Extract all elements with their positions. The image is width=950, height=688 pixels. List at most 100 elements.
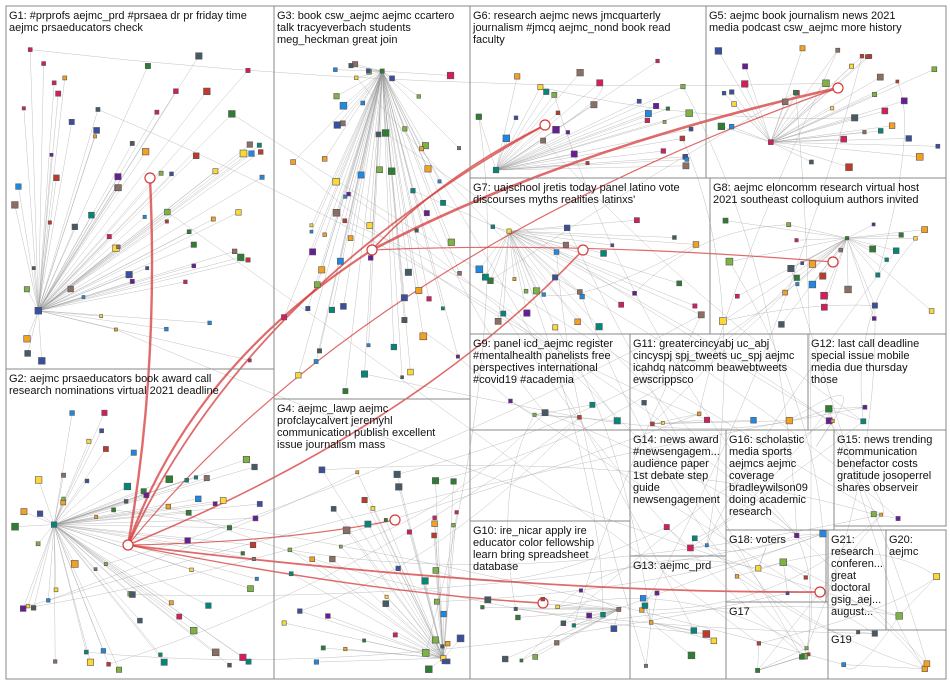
- graph-node: [425, 166, 431, 172]
- graph-edge: [758, 643, 759, 670]
- group-label-g18: G18: voters: [729, 534, 786, 546]
- graph-node: [804, 576, 808, 580]
- graph-node: [541, 597, 545, 601]
- group-label-g4: G4: aejmc_lawp aejmcprofclaycalvert jere…: [277, 403, 435, 451]
- graph-node: [541, 138, 546, 143]
- graph-node: [371, 506, 375, 510]
- graph-node: [93, 135, 96, 138]
- graph-node: [323, 233, 327, 237]
- graph-edge: [38, 171, 215, 310]
- graph-edge: [496, 138, 682, 170]
- hub-node: [578, 245, 588, 255]
- graph-edge: [443, 512, 456, 658]
- graph-edge: [382, 71, 450, 75]
- graph-node: [420, 333, 427, 340]
- graph-node: [809, 261, 816, 268]
- group-label-g9: G9: panel icd_aejmc register#mentalhealt…: [473, 338, 613, 386]
- graph-node: [310, 249, 316, 255]
- graph-node: [577, 69, 584, 76]
- graph-node: [524, 310, 530, 316]
- graph-node: [169, 601, 173, 605]
- graph-node: [447, 72, 454, 79]
- graph-node: [448, 239, 455, 246]
- graph-node: [326, 614, 331, 619]
- graph-node: [741, 81, 748, 88]
- graph-edge: [54, 431, 102, 525]
- graph-node: [347, 192, 351, 196]
- graph-node: [48, 221, 51, 224]
- graph-edge: [382, 71, 429, 299]
- graph-node: [554, 641, 559, 646]
- graph-node: [482, 274, 488, 280]
- graph-node: [514, 607, 517, 610]
- graph-node: [544, 89, 549, 94]
- graph-node: [367, 344, 370, 347]
- graph-node: [102, 410, 107, 415]
- graph-node: [319, 467, 325, 473]
- graph-node: [204, 88, 211, 95]
- graph-node: [87, 659, 93, 665]
- graph-node: [112, 508, 116, 512]
- graph-node: [337, 258, 343, 264]
- graph-node: [885, 258, 889, 262]
- graph-node: [131, 450, 136, 455]
- graph-node: [871, 512, 876, 517]
- graph-edge: [758, 562, 783, 568]
- graph-node: [343, 388, 348, 393]
- graph-node: [655, 591, 659, 595]
- graph-node: [388, 168, 395, 175]
- graph-node: [846, 164, 853, 171]
- graph-node: [161, 659, 167, 665]
- graph-node: [481, 605, 485, 609]
- graph-node: [137, 618, 142, 623]
- graph-node: [870, 246, 876, 252]
- graph-node: [84, 650, 88, 654]
- graph-node: [872, 303, 877, 308]
- graph-node: [72, 224, 78, 230]
- graph-edge: [38, 94, 58, 311]
- graph-node: [683, 163, 689, 169]
- graph-node: [255, 577, 258, 580]
- graph-edge: [38, 245, 193, 311]
- graph-node: [591, 102, 597, 108]
- graph-node: [26, 604, 30, 608]
- graph-node: [872, 92, 876, 96]
- graph-node: [177, 614, 182, 619]
- graph-node: [649, 621, 653, 625]
- hub-node: [123, 540, 133, 550]
- graph-node: [831, 419, 834, 422]
- graph-node: [62, 497, 65, 500]
- graph-edge: [106, 315, 701, 564]
- hub-node: [367, 245, 377, 255]
- graph-node: [334, 94, 339, 99]
- graph-node: [317, 349, 321, 353]
- graph-node: [830, 107, 833, 110]
- graph-node: [227, 526, 231, 530]
- graph-node: [415, 229, 418, 232]
- group-label-g1: G1: #prprofs aejmc_prd #prsaea dr pr fri…: [9, 10, 247, 34]
- graph-node: [390, 76, 395, 81]
- graph-node: [358, 172, 364, 178]
- graph-edge: [723, 305, 875, 321]
- graph-node: [402, 317, 407, 322]
- graph-node: [681, 84, 685, 88]
- hub-node: [815, 587, 825, 597]
- graph-node: [841, 136, 847, 142]
- group-label-g6: G6: research aejmc news jmcquarterlyjour…: [472, 10, 671, 46]
- graph-node: [515, 74, 520, 79]
- graph-node: [865, 55, 869, 59]
- graph-node: [877, 74, 883, 80]
- hub-node: [833, 83, 843, 93]
- graph-node: [619, 302, 624, 307]
- graph-node: [363, 639, 366, 642]
- graph-node: [94, 127, 100, 133]
- graph-node: [241, 552, 245, 556]
- graph-node: [356, 471, 359, 474]
- graph-node: [253, 516, 258, 521]
- graph-node: [306, 306, 310, 310]
- graph-edge: [15, 205, 39, 311]
- graph-node: [344, 195, 347, 198]
- graph-node: [403, 127, 407, 131]
- graph-node: [440, 200, 445, 205]
- graph-node: [361, 371, 367, 377]
